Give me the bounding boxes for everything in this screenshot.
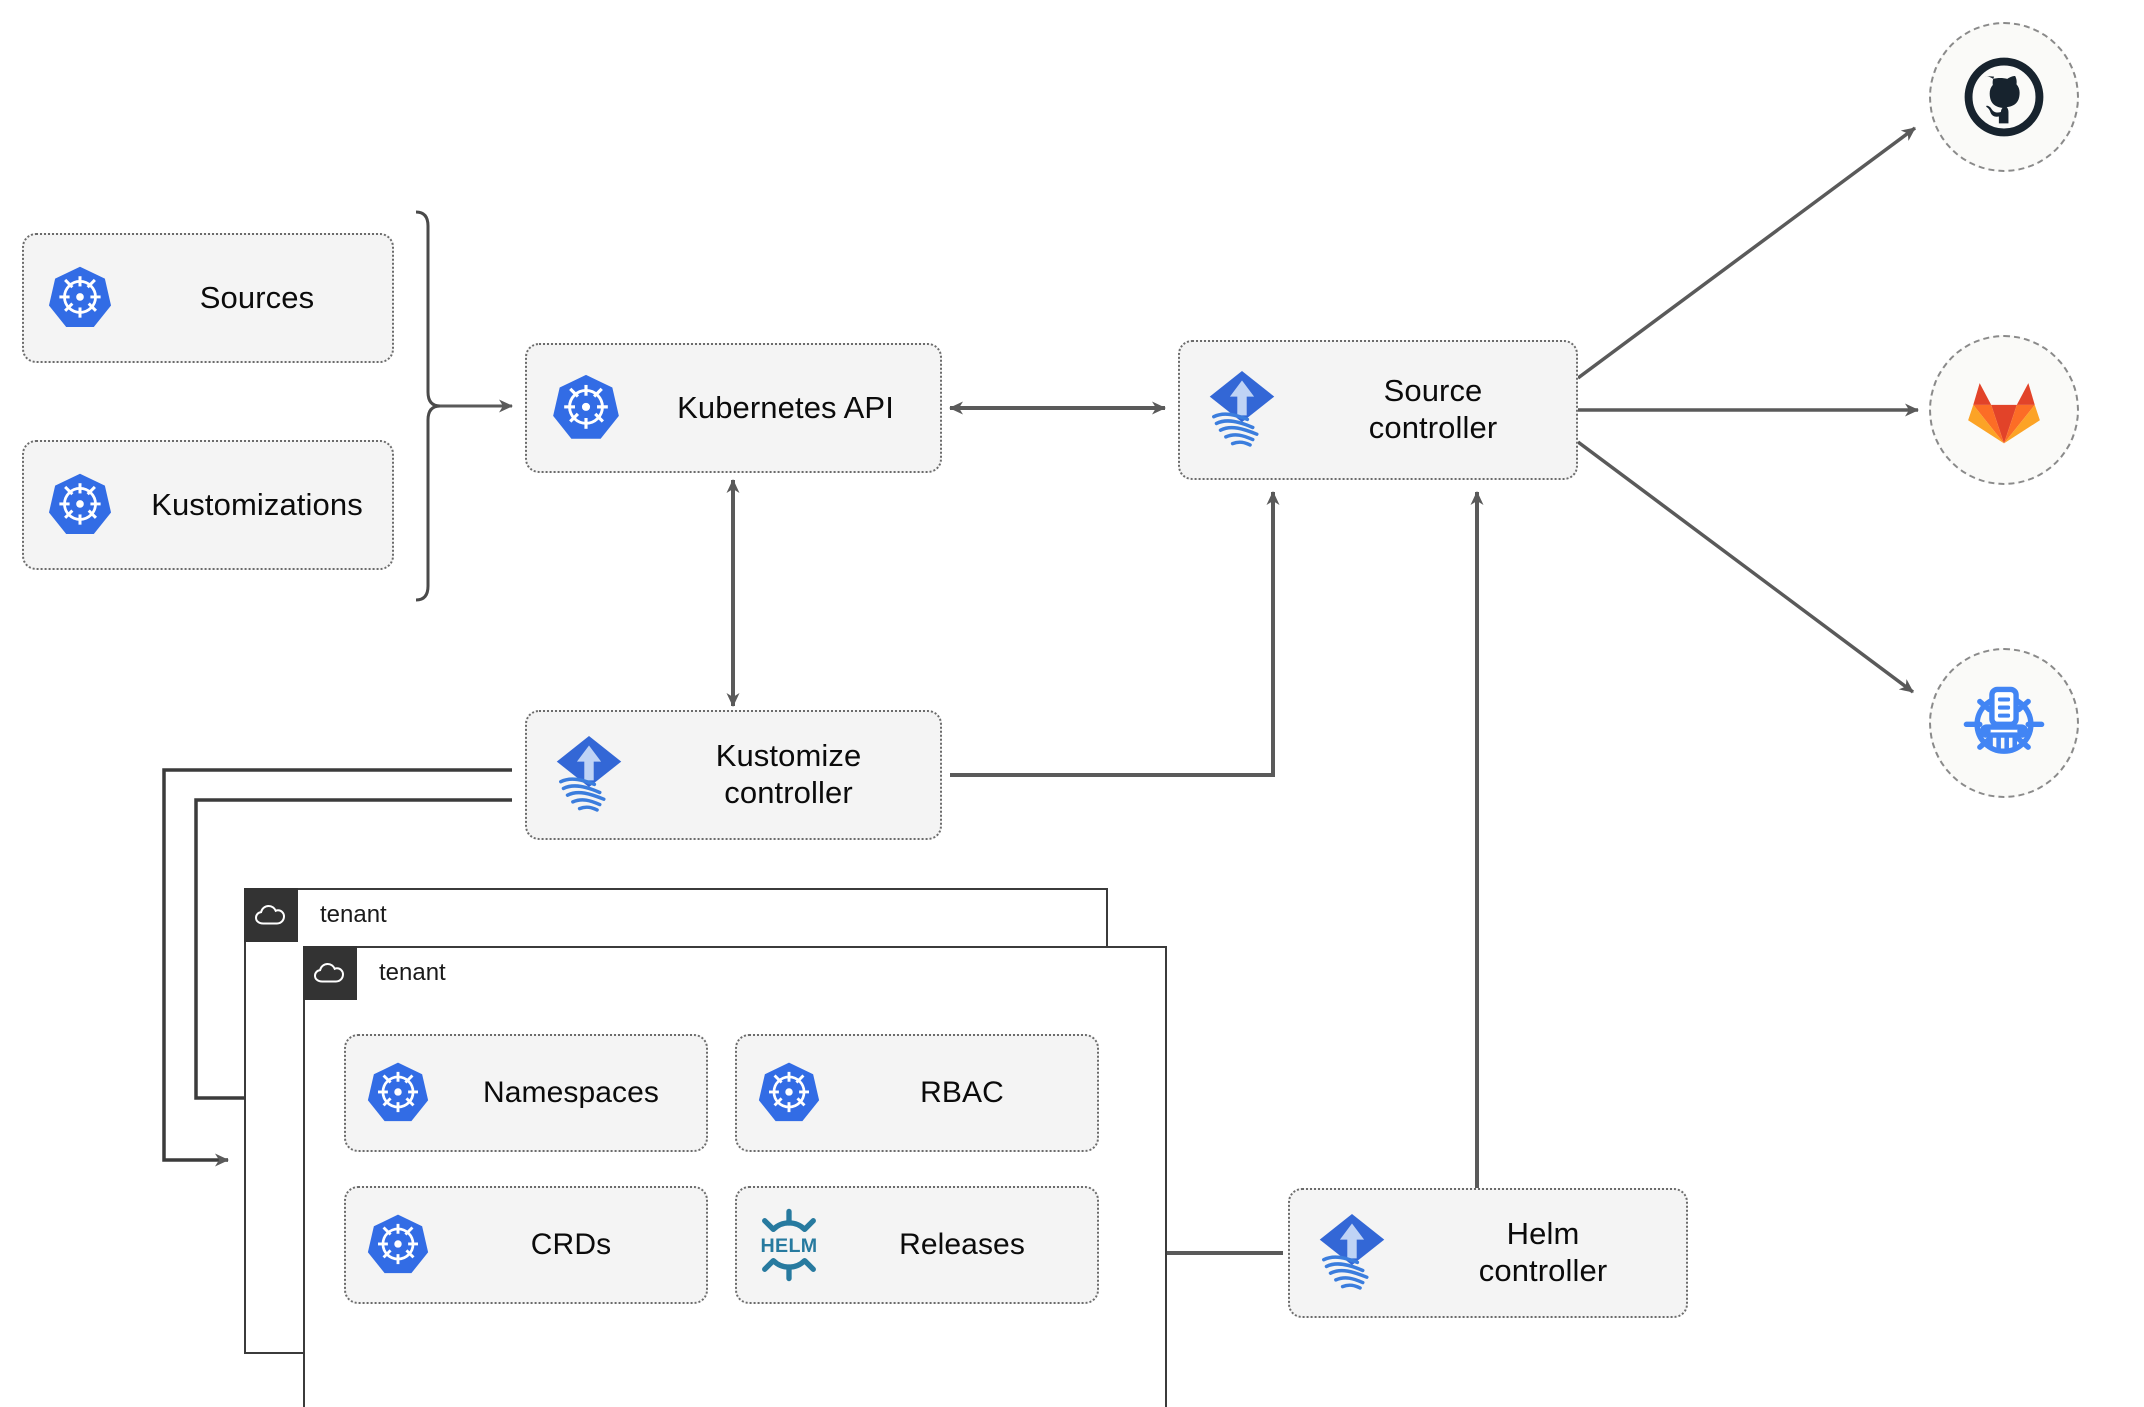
node-kustomize-controller[interactable]: Kustomize controller (525, 710, 942, 840)
node-label: Kustomize controller (651, 738, 940, 811)
wire-sourcectl-to-github (1576, 126, 1917, 380)
tenant-header-1: tenant (244, 888, 387, 942)
flux-icon (527, 732, 651, 818)
kubernetes-icon (737, 1060, 841, 1126)
node-rbac[interactable]: RBAC (735, 1034, 1099, 1152)
tenant-label-2: tenant (379, 959, 446, 986)
kubernetes-icon (24, 264, 136, 332)
wire-sourcectl-to-harbor (1576, 440, 1915, 694)
node-crds[interactable]: CRDs (344, 1186, 708, 1304)
kubernetes-icon (527, 372, 645, 444)
node-label: Helm controller (1414, 1216, 1686, 1289)
endpoint-github[interactable] (1929, 22, 2079, 172)
node-releases[interactable]: HELM Releases (735, 1186, 1099, 1304)
endpoint-gitlab[interactable] (1929, 335, 2079, 485)
node-label-line2: controller (724, 775, 853, 810)
tenant-frame-2: tenant (303, 946, 1167, 1407)
endpoint-harbor-registry[interactable] (1929, 648, 2079, 798)
node-label: Namespaces (482, 1076, 660, 1110)
flux-icon (1180, 367, 1304, 453)
brace-bracket (415, 210, 441, 602)
node-label: RBAC (920, 1076, 1004, 1110)
kubernetes-icon (346, 1060, 450, 1126)
cloud-icon (244, 888, 298, 942)
node-kustomizations[interactable]: Kustomizations (22, 440, 394, 570)
flux-icon (1290, 1210, 1414, 1296)
tenant-label-1: tenant (320, 901, 387, 928)
node-label-line1: Kustomize (715, 738, 862, 774)
node-label-line2: controller (1368, 410, 1498, 445)
tenant-header-2: tenant (303, 946, 446, 1000)
node-kubernetes-api[interactable]: Kubernetes API (525, 343, 942, 473)
kubernetes-icon (346, 1212, 450, 1278)
node-label: Source controller (1304, 373, 1576, 446)
wire-kustomizectl-to-sourcectl (950, 491, 1280, 777)
github-icon (1964, 57, 2044, 137)
svg-text:HELM: HELM (760, 1235, 817, 1257)
node-helm-controller[interactable]: Helm controller (1288, 1188, 1688, 1318)
node-source-controller[interactable]: Source controller (1178, 340, 1578, 480)
gitlab-icon (1968, 383, 2040, 444)
node-label: Sources (199, 279, 315, 315)
node-label: Kubernetes API (677, 389, 894, 425)
node-label: CRDs (530, 1228, 612, 1262)
node-label: Kustomizations (151, 486, 363, 522)
cloud-icon (303, 946, 357, 1000)
node-label-line2: controller (1478, 1253, 1608, 1288)
node-label: Releases (899, 1228, 1025, 1262)
node-label-line1: Source (1383, 373, 1483, 409)
node-namespaces[interactable]: Namespaces (344, 1034, 708, 1152)
kubernetes-icon (24, 471, 136, 539)
node-label-line1: Helm (1506, 1216, 1580, 1252)
node-sources[interactable]: Sources (22, 233, 394, 363)
helm-icon: HELM (737, 1208, 841, 1282)
harbor-registry-icon (1963, 686, 2045, 754)
